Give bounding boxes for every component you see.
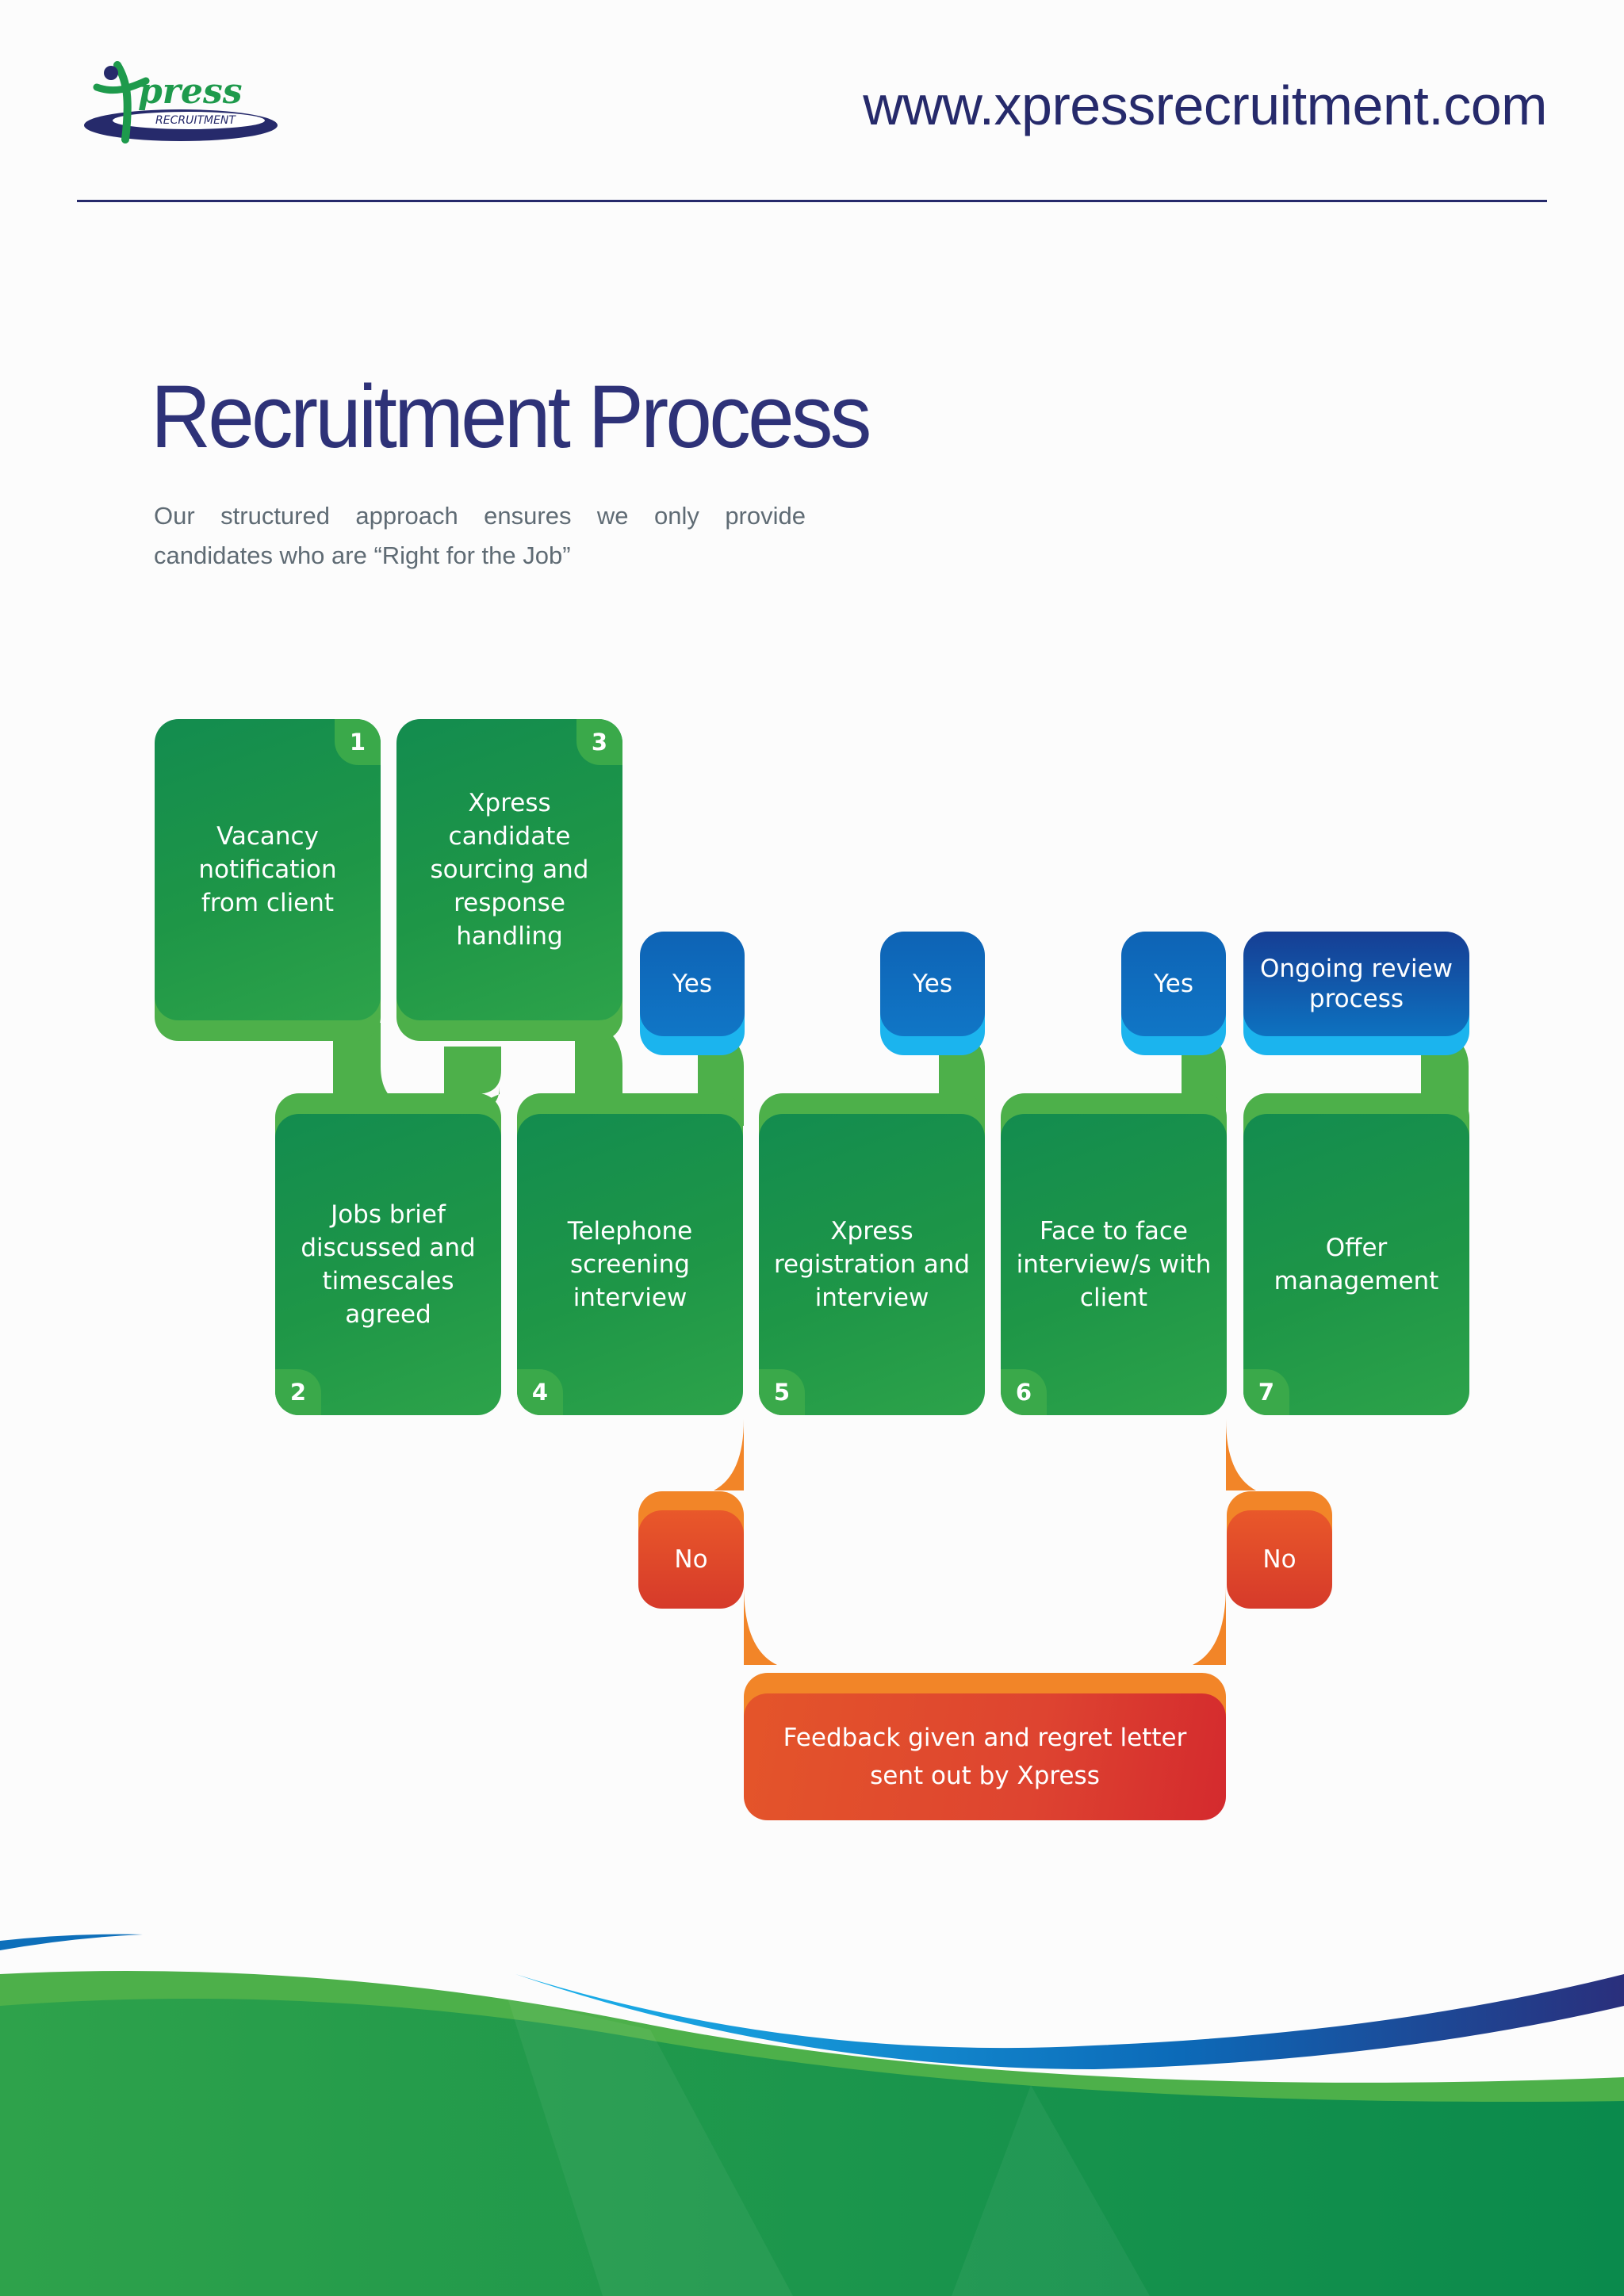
logo-subtext: RECRUITMENT (155, 114, 236, 127)
step-1-label: Vacancy notification from client (198, 822, 337, 917)
website-url[interactable]: www.xpressrecruitment.com (863, 75, 1547, 136)
step-1-number: 1 (335, 719, 381, 765)
logo-wordmark: press (138, 71, 242, 112)
yes-tag-2: Yes (880, 932, 985, 1055)
yes-tag-2-label: Yes (912, 970, 953, 998)
feedback-box: Feedback given and regret letter sent ou… (744, 1673, 1226, 1820)
xpress-logo: press RECRUITMENT (79, 57, 285, 146)
step-4-card: Telephone screening interview 4 (517, 1093, 743, 1415)
step-5-card: Xpress registration and interview 5 (759, 1093, 985, 1415)
step-6-number: 6 (1001, 1369, 1047, 1415)
ongoing-review-tag: Ongoing review process (1243, 932, 1469, 1055)
header-divider (77, 200, 1547, 202)
yes-tag-3-label: Yes (1153, 970, 1194, 998)
step-7-number: 7 (1243, 1369, 1289, 1415)
yes-tag-3: Yes (1121, 932, 1226, 1055)
step-4-number: 4 (517, 1369, 563, 1415)
step-1-card: Vacancy notification from client 1 (155, 719, 381, 1041)
ongoing-review-label: Ongoing review process (1259, 955, 1453, 1013)
step-5-number: 5 (759, 1369, 805, 1415)
footer-wave-decoration (0, 1934, 1624, 2296)
step-5-label: Xpress registration and interview (773, 1217, 971, 1312)
step-2-number: 2 (275, 1369, 321, 1415)
step-6-label: Face to face interview/s with client (1016, 1217, 1212, 1312)
step-4-label: Telephone screening interview (567, 1217, 693, 1312)
step-6-card: Face to face interview/s with client 6 (1001, 1093, 1227, 1415)
step-3-number: 3 (576, 719, 622, 765)
no-tag-2: No (1227, 1491, 1332, 1609)
yes-tag-1: Yes (640, 932, 745, 1055)
no-tag-1: No (638, 1491, 744, 1609)
intro-text: Our structured approach ensures we only … (154, 502, 806, 569)
step-3-label: Xpress candidate sourcing and response h… (430, 789, 589, 951)
feedback-label: Feedback given and regret letter sent ou… (783, 1724, 1187, 1790)
yes-tag-1-label: Yes (672, 970, 713, 998)
no-tag-2-label: No (1262, 1545, 1297, 1574)
step-2-label: Jobs brief discussed and timescales agre… (301, 1200, 476, 1329)
no-tag-1-label: No (674, 1545, 708, 1574)
step-2-card: Jobs brief discussed and timescales agre… (275, 1093, 501, 1415)
page-title: Recruitment Process (151, 367, 871, 466)
step-7-label: Offer management (1274, 1234, 1439, 1295)
step-3-card: Xpress candidate sourcing and response h… (396, 719, 622, 1041)
step-7-card: Offer management 7 (1243, 1093, 1469, 1415)
